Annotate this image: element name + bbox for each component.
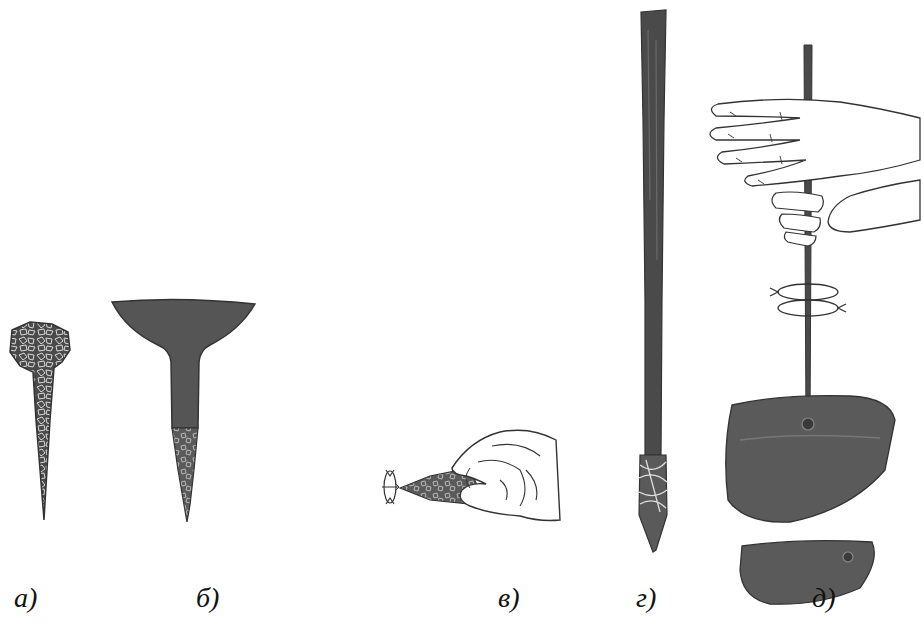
figure-letter: а): [14, 584, 37, 612]
stone-awl: [10, 322, 70, 520]
figure-letter: б): [196, 584, 219, 612]
figure-letter: в): [498, 584, 519, 612]
figure-letter: д): [812, 584, 836, 612]
rotary-drilling: [710, 45, 920, 604]
long-shaft-drill: [639, 10, 667, 552]
hafted-drill: [112, 299, 255, 522]
hand-drilling: [382, 430, 560, 520]
figure-letter: г): [636, 584, 656, 612]
